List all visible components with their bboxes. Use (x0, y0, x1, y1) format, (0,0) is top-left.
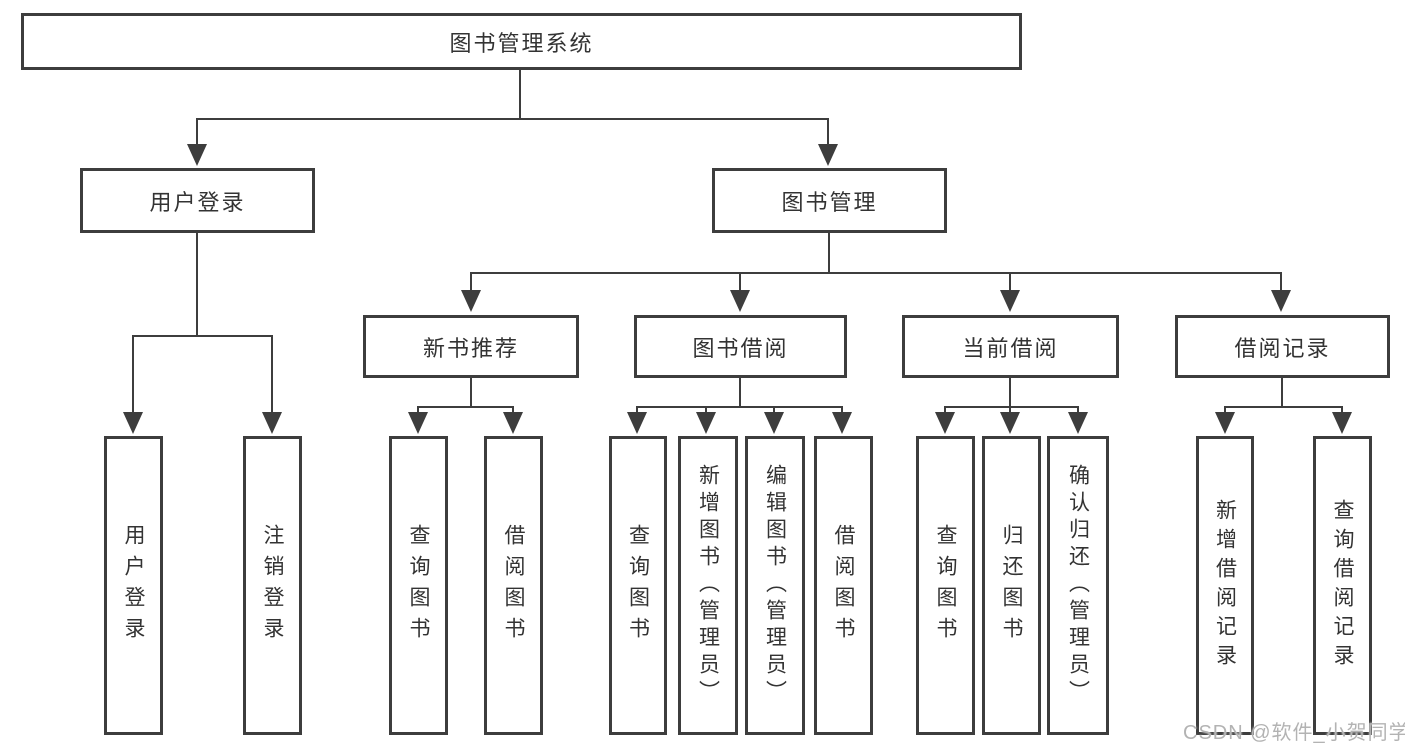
leaf-query-borrow-record: 查询借阅记录 (1313, 436, 1372, 735)
connector-line (1009, 378, 1011, 406)
leaf-query-books-borrow: 查询图书 (609, 436, 667, 735)
connector-line (1009, 272, 1011, 292)
connector-line (1224, 406, 1343, 408)
node-current-borrow: 当前借阅 (902, 315, 1119, 378)
connector-line (739, 378, 741, 406)
leaf-confirm-return-admin: 确认归还（管理员） (1047, 436, 1109, 735)
leaf-add-book-admin: 新增图书（管理员） (678, 436, 738, 735)
connector-line (1280, 272, 1282, 292)
node-book-borrow: 图书借阅 (634, 315, 847, 378)
connector-line (841, 406, 843, 414)
node-book-management: 图书管理 (712, 168, 947, 233)
connector-line (512, 406, 514, 414)
leaf-user-login: 用户登录 (104, 436, 163, 735)
connector-line (132, 335, 134, 412)
connector-line (944, 406, 946, 414)
connector-line (519, 70, 521, 118)
connector-line (196, 233, 198, 335)
connector-line (1077, 406, 1079, 414)
arrow-down-icon (461, 290, 481, 312)
connector-line (470, 272, 472, 292)
arrow-down-icon (1271, 290, 1291, 312)
arrow-down-icon (627, 412, 647, 434)
arrow-down-icon (503, 412, 523, 434)
arrow-down-icon (764, 412, 784, 434)
node-book-management-system: 图书管理系统 (21, 13, 1022, 70)
arrow-down-icon (1068, 412, 1088, 434)
arrow-down-icon (818, 144, 838, 166)
leaf-add-borrow-record: 新增借阅记录 (1196, 436, 1254, 735)
connector-line (828, 233, 830, 272)
connector-line (705, 406, 707, 414)
arrow-down-icon (1000, 412, 1020, 434)
arrow-down-icon (1332, 412, 1352, 434)
leaf-borrow-books: 借阅图书 (814, 436, 873, 735)
leaf-borrow-books-recommend: 借阅图书 (484, 436, 543, 735)
connector-line (773, 406, 775, 414)
connector-line (636, 406, 638, 414)
arrow-down-icon (123, 412, 143, 434)
arrow-down-icon (696, 412, 716, 434)
connector-line (197, 118, 829, 120)
connector-line (417, 406, 514, 408)
arrow-down-icon (1215, 412, 1235, 434)
arrow-down-icon (408, 412, 428, 434)
arrow-down-icon (187, 144, 207, 166)
connector-line (470, 378, 472, 406)
connector-line (636, 406, 843, 408)
arrow-down-icon (832, 412, 852, 434)
leaf-logout-login: 注销登录 (243, 436, 302, 735)
connector-line (1224, 406, 1226, 414)
connector-line (417, 406, 419, 414)
connector-line (944, 406, 1079, 408)
connector-line (1009, 406, 1011, 414)
connector-line (271, 335, 273, 412)
connector-line (470, 272, 1282, 274)
csdn-watermark: CSDN @软件_小贺同学 (1183, 722, 1405, 744)
leaf-query-books-current: 查询图书 (916, 436, 975, 735)
connector-line (1341, 406, 1343, 414)
leaf-return-book: 归还图书 (982, 436, 1041, 735)
arrow-down-icon (935, 412, 955, 434)
node-user-login: 用户登录 (80, 168, 315, 233)
connector-line (827, 118, 829, 146)
arrow-down-icon (1000, 290, 1020, 312)
leaf-query-books-recommend: 查询图书 (389, 436, 448, 735)
connector-line (739, 272, 741, 292)
arrow-down-icon (730, 290, 750, 312)
connector-line (196, 118, 198, 146)
connector-line (132, 335, 273, 337)
node-borrow-records: 借阅记录 (1175, 315, 1390, 378)
arrow-down-icon (262, 412, 282, 434)
leaf-edit-book-admin: 编辑图书（管理员） (745, 436, 805, 735)
connector-line (1281, 378, 1283, 406)
node-new-book-recommend: 新书推荐 (363, 315, 579, 378)
